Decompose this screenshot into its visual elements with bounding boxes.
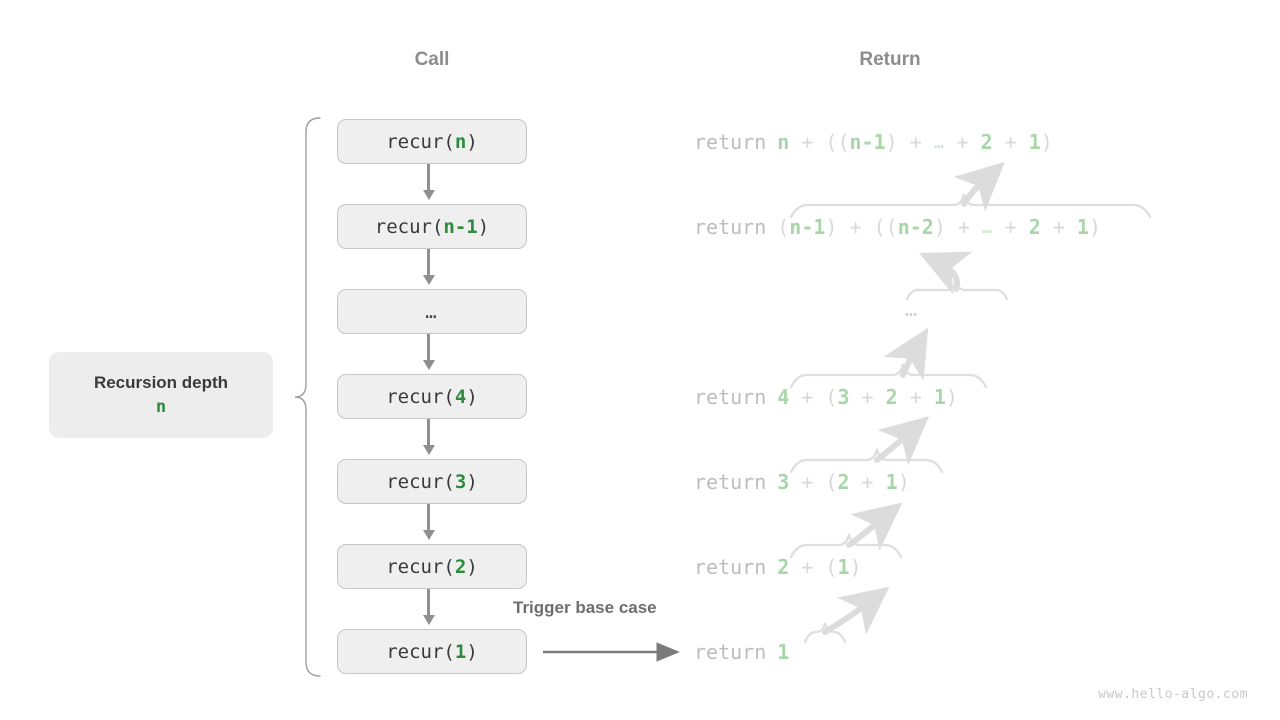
call-box-ellipsis: …: [425, 300, 439, 323]
return-line-n-1: return(n-1) + ((n-2) + … + 2 + 1): [694, 210, 1101, 244]
return-token: …: [933, 132, 945, 152]
return-token: +: [849, 385, 886, 409]
call-box-prefix: recur(: [374, 215, 444, 238]
call-box-prefix: recur(: [386, 385, 455, 408]
column-header-return: Return: [859, 49, 921, 70]
return-token: +: [789, 555, 826, 579]
call-box-prefix: recur(: [386, 130, 455, 153]
return-token: +: [992, 215, 1029, 239]
call-box-1: recur(1): [337, 629, 527, 674]
return-token: n-1: [849, 130, 886, 154]
return-token: ): [945, 385, 958, 409]
return-keyword: return: [694, 130, 767, 154]
return-line-1: return 1: [694, 635, 789, 669]
call-box-2: recur(2): [337, 544, 527, 589]
call-box-suffix: ): [466, 385, 478, 408]
return-token: ) +: [885, 130, 934, 154]
return-keyword: return: [694, 470, 767, 494]
return-token: n-1: [789, 215, 826, 239]
call-box-argument: 1: [454, 640, 467, 663]
call-arrow-6: [427, 589, 430, 617]
call-arrow-2: [427, 249, 430, 277]
recursion-depth-title: Recursion depth: [93, 372, 229, 392]
call-box-prefix: recur(: [386, 555, 455, 578]
return-token: ): [897, 470, 910, 494]
call-box-suffix: ): [466, 470, 478, 493]
return-token: +: [897, 385, 934, 409]
return-token: ): [1040, 130, 1053, 154]
return-token: 3: [837, 385, 850, 409]
return-token: 1: [777, 640, 790, 664]
return-token: 1: [1028, 130, 1041, 154]
return-token: ((: [825, 130, 850, 154]
return-line-4: return 4 + (3 + 2 + 1): [694, 380, 958, 414]
call-box-n: recur(n): [337, 119, 527, 164]
call-arrow-1: [427, 164, 430, 192]
call-box-prefix: recur(: [386, 470, 455, 493]
return-token: +: [789, 385, 826, 409]
return-token: ) +: [825, 215, 874, 239]
call-box-argument: 2: [454, 555, 467, 578]
return-keyword: return: [694, 640, 767, 664]
return-keyword: return: [694, 555, 767, 579]
return-token: 2: [980, 130, 993, 154]
return-token: …: [981, 217, 993, 237]
return-token: ): [1088, 215, 1102, 239]
call-box-argument: n: [454, 130, 467, 153]
return-token: 1: [1076, 215, 1089, 239]
return-token: n-2: [897, 215, 934, 239]
return-token: ((: [873, 215, 898, 239]
watermark: www.hello-algo.com: [1098, 687, 1248, 702]
return-token: n: [777, 130, 790, 154]
return-token: 3: [777, 470, 790, 494]
return-token: 2: [885, 385, 898, 409]
call-box-prefix: recur(: [386, 640, 455, 663]
call-box-dots: …: [337, 289, 527, 334]
call-arrow-5: [427, 504, 430, 532]
return-token: ) +: [933, 215, 982, 239]
return-ellipsis: …: [905, 297, 921, 321]
return-token: +: [849, 470, 886, 494]
call-box-argument: 3: [454, 470, 467, 493]
return-token: 2: [1028, 215, 1041, 239]
return-token: 4: [777, 385, 790, 409]
return-token: (: [777, 215, 790, 239]
call-box-suffix: ): [466, 555, 478, 578]
call-box-suffix: ): [466, 640, 478, 663]
call-arrow-4: [427, 419, 430, 447]
return-token: (: [825, 555, 838, 579]
call-arrow-3: [427, 334, 430, 362]
return-keyword: return: [694, 385, 767, 409]
trigger-base-case-label: Trigger base case: [513, 598, 657, 617]
return-token: +: [944, 130, 981, 154]
return-token: ): [849, 555, 862, 579]
column-header-call: Call: [414, 49, 450, 70]
recursion-depth-box: Recursion depth n: [49, 352, 273, 438]
return-token: 1: [933, 385, 946, 409]
return-token: (: [825, 385, 838, 409]
return-token: 2: [777, 555, 790, 579]
call-box-argument: 4: [454, 385, 467, 408]
call-box-n-1: recur(n-1): [337, 204, 527, 249]
recursion-depth-value: n: [155, 397, 167, 417]
return-token: +: [992, 130, 1029, 154]
call-box-argument: n-1: [443, 215, 478, 238]
call-box-suffix: ): [477, 215, 490, 238]
return-line-2: return 2 + (1): [694, 550, 862, 584]
call-box-4: recur(4): [337, 374, 527, 419]
return-token: (: [825, 470, 838, 494]
return-keyword: return: [694, 215, 767, 239]
return-line-3: return 3 + (2 + 1): [694, 465, 910, 499]
return-token: 1: [837, 555, 850, 579]
return-token: +: [1040, 215, 1077, 239]
return-token: 2: [837, 470, 850, 494]
return-token: +: [789, 470, 826, 494]
call-box-suffix: ): [466, 130, 478, 153]
call-box-3: recur(3): [337, 459, 527, 504]
return-token: +: [789, 130, 826, 154]
return-token: 1: [885, 470, 898, 494]
